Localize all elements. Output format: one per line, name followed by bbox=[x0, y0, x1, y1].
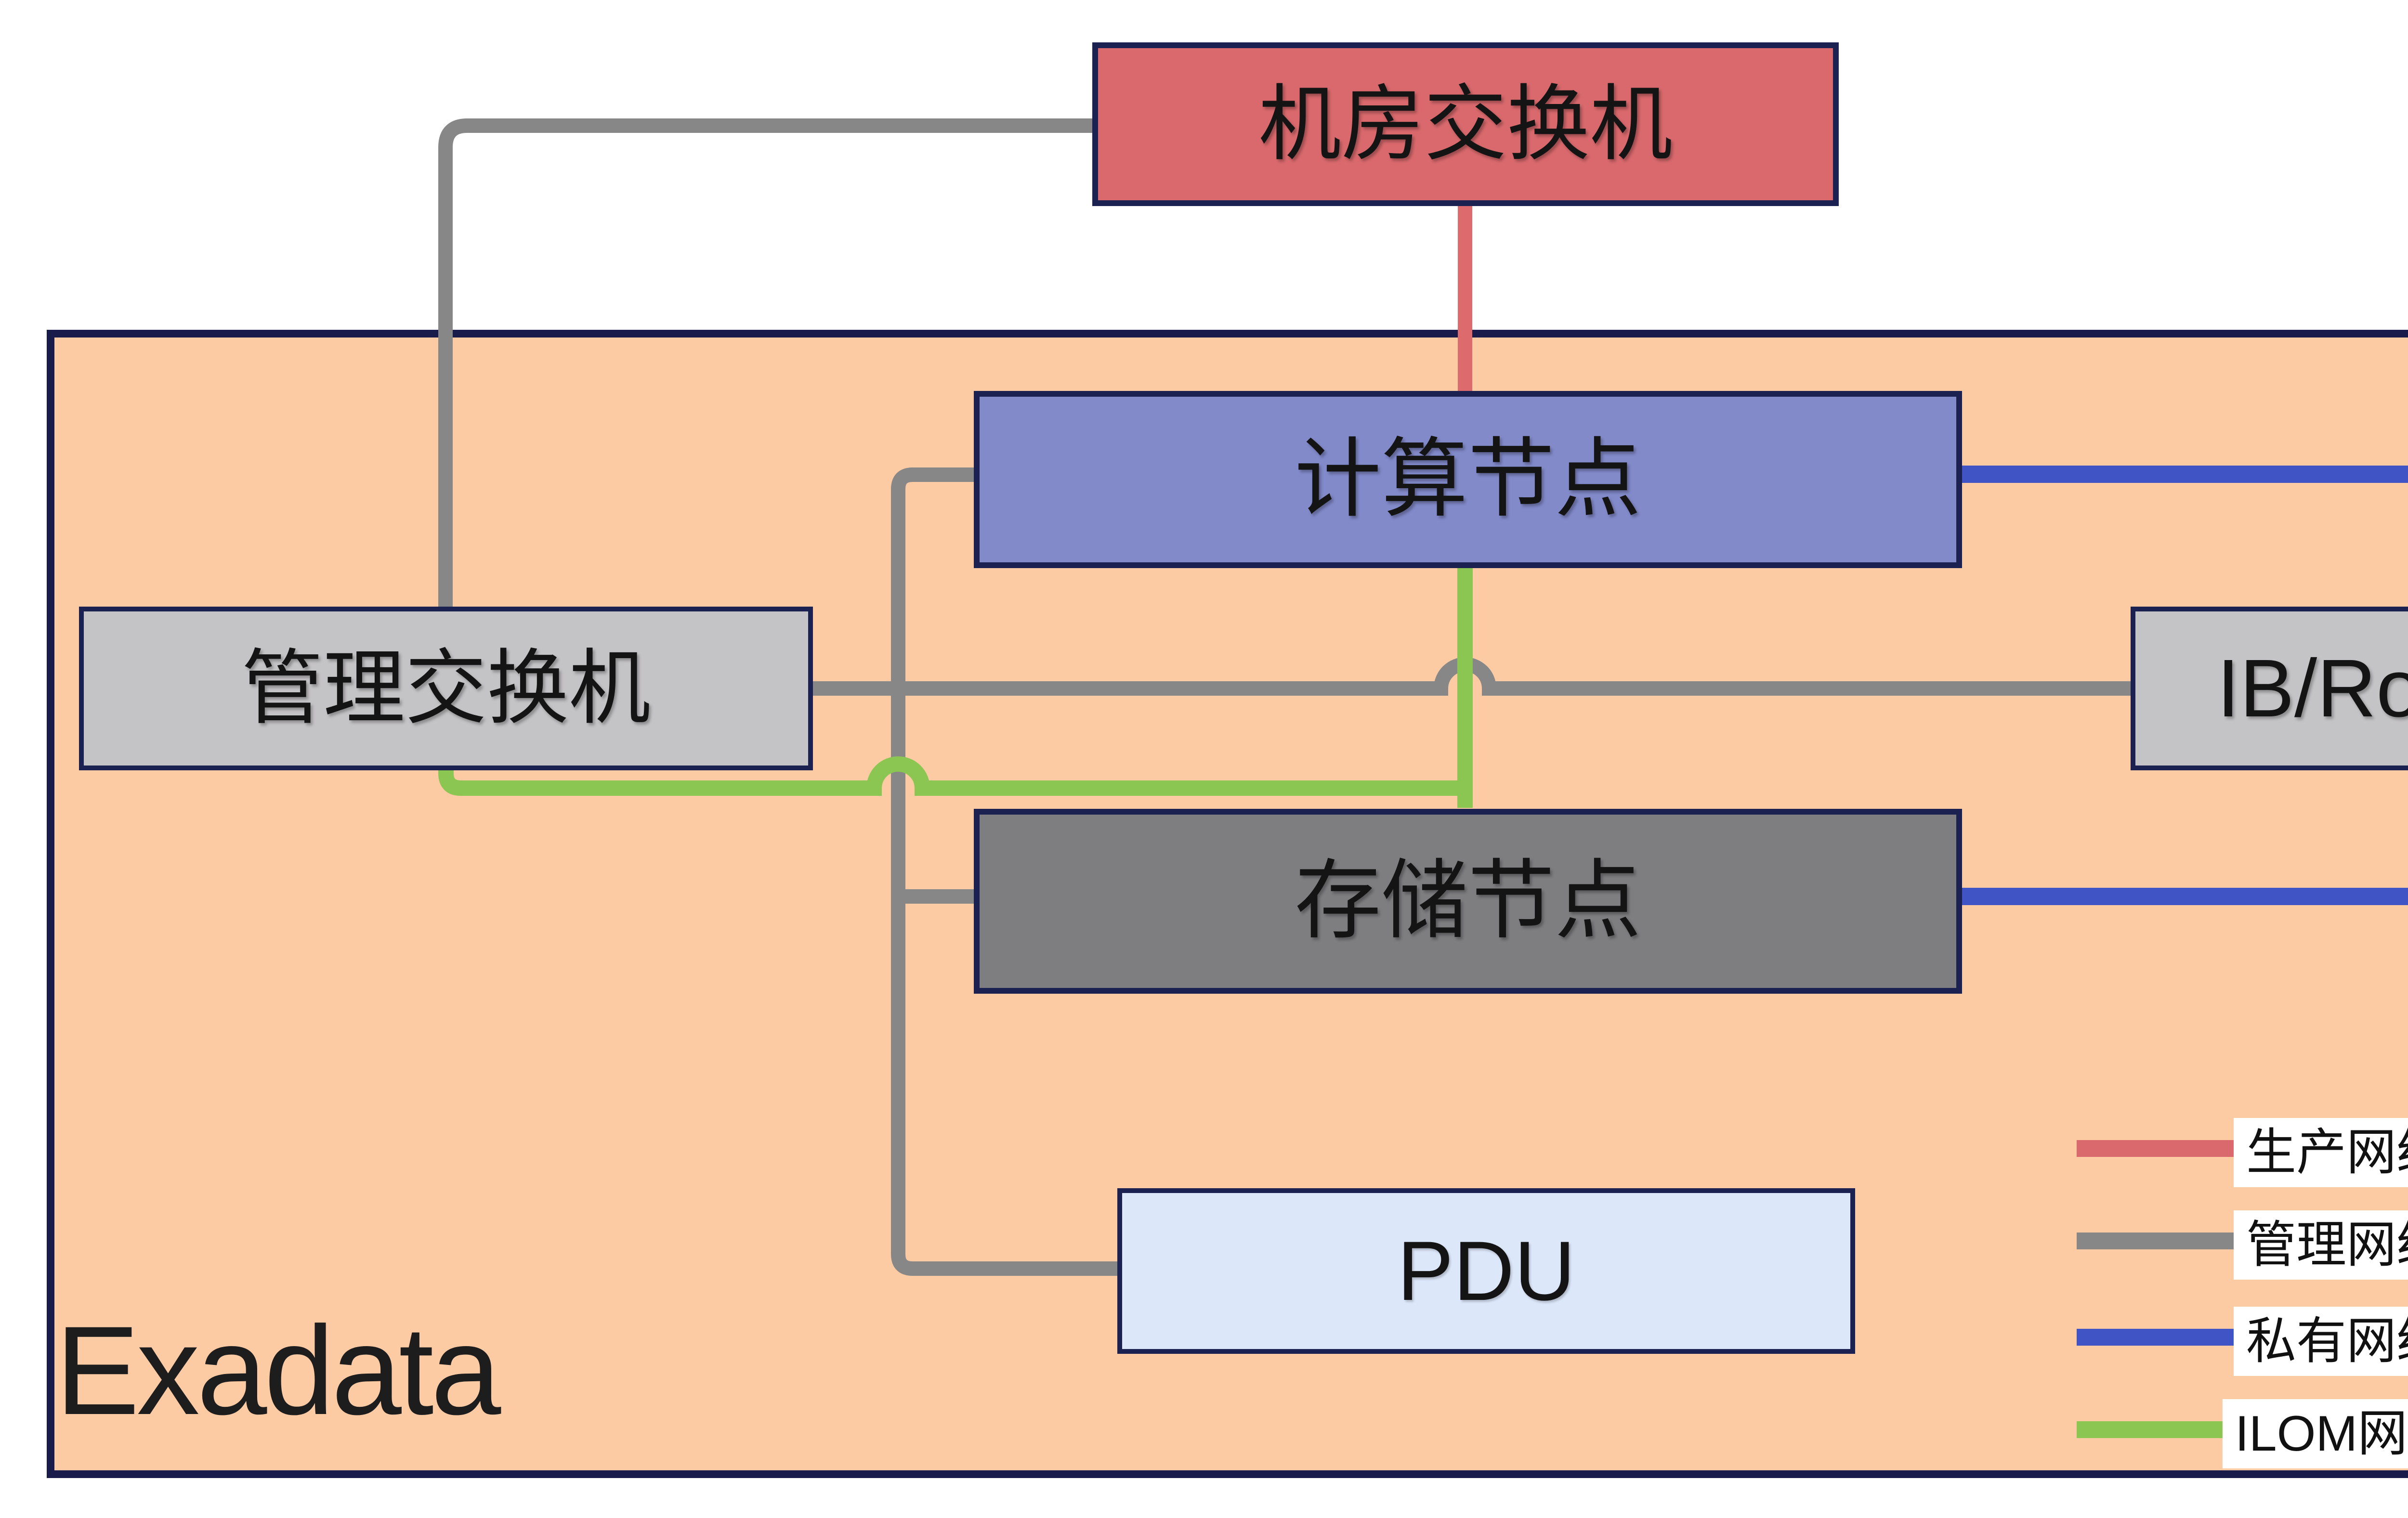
node-management-switch: 管理交换机 bbox=[79, 607, 813, 770]
node-pdu-label: PDU bbox=[1397, 1224, 1575, 1318]
legend-label-ilom: ILOM网络 bbox=[2222, 1399, 2408, 1468]
mgmt-wire-room-to-mgmt-switch bbox=[438, 118, 1093, 608]
node-ib-roce-switch-label: IB/RoCE交换机 bbox=[2217, 643, 2408, 734]
node-room-switch: 机房交换机 bbox=[1092, 42, 1839, 206]
legend-label-management: 管理网络 bbox=[2233, 1210, 2408, 1280]
private-wire-compute-to-ib-switch bbox=[1961, 466, 2408, 483]
mgmt-wire-trunk-compute-to-pdu bbox=[891, 467, 1118, 1276]
node-room-switch-label: 机房交换机 bbox=[1258, 78, 1673, 170]
legend-label-production: 生产网络 bbox=[2233, 1118, 2408, 1187]
node-ib-roce-switch: IB/RoCE交换机 bbox=[2131, 607, 2408, 770]
node-storage-label: 存储节点 bbox=[1294, 853, 1641, 949]
node-compute: 计算节点 bbox=[974, 391, 1962, 568]
container-title: Exadata bbox=[55, 1300, 501, 1441]
private-wire-ib-switch-to-storage bbox=[1961, 888, 2408, 905]
ilom-wire-branch-to-mgmt-switch bbox=[438, 756, 1465, 796]
node-management-switch-label: 管理交换机 bbox=[241, 643, 651, 734]
node-compute-label: 计算节点 bbox=[1294, 431, 1641, 528]
node-pdu: PDU bbox=[1117, 1188, 1855, 1354]
node-storage: 存储节点 bbox=[974, 809, 1962, 994]
legend-label-private: 私有网络 bbox=[2233, 1307, 2408, 1376]
